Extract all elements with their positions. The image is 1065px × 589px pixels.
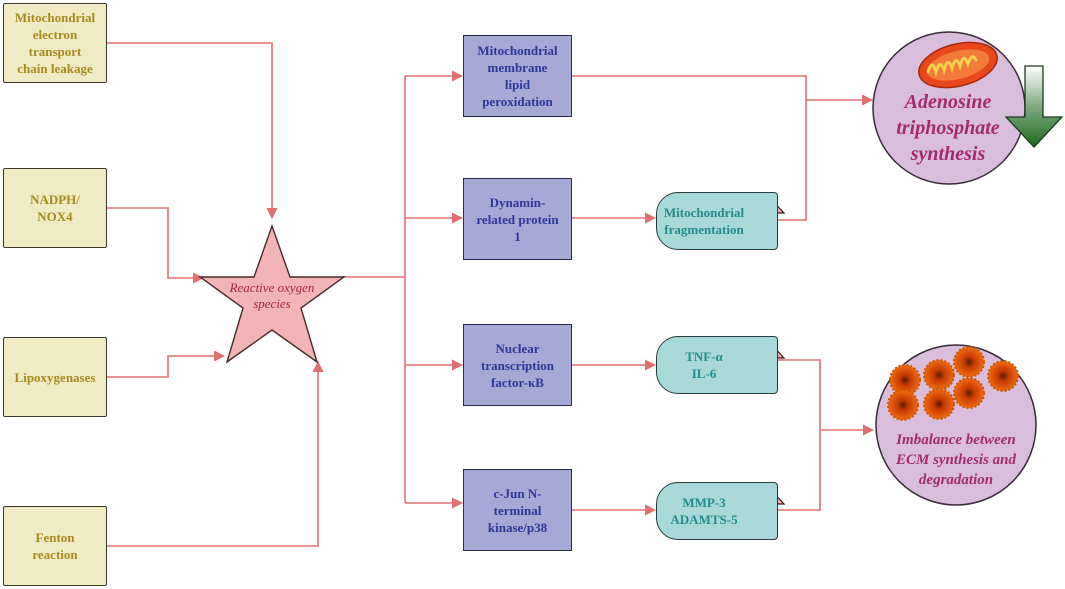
effect-frag-label: Mitochondrial fragmentation (663, 205, 745, 237)
effect-mmp: MMP-3 ADAMTS-5 (656, 482, 778, 540)
line-lipid-to-atp (572, 75, 807, 100)
arrow-nadph-to-ros (107, 207, 205, 284)
line-mmp-to-ecm (778, 430, 821, 511)
pathway-nfkb: Nuclear transcription factor-κB (463, 324, 572, 406)
line-cyto-to-ecm (778, 359, 821, 430)
pathway-jnk-p38: c-Jun N- terminal kinase/p38 (463, 469, 572, 551)
effect-mmp-label: MMP-3 ADAMTS-5 (670, 495, 738, 527)
arrow-fenton-to-ros (107, 360, 324, 547)
pathway-nfkb-label: Nuclear transcription factor-κB (481, 340, 554, 390)
source-fenton-label: Fenton reaction (32, 530, 78, 562)
pathway-drp1-label: Dynamin- related protein 1 (476, 194, 559, 244)
cells-icon (887, 346, 1019, 421)
source-mito-etc: Mitochondrial electron transport chain l… (3, 3, 107, 83)
pathway-lipid-peroxidation: Mitochondrial membrane lipid peroxidatio… (463, 35, 572, 117)
arrow-etc-to-ros (107, 42, 278, 220)
effect-cyto-label: TNF-α IL-6 (685, 349, 723, 381)
effect-cytokines: TNF-α IL-6 (656, 336, 778, 394)
source-nadph-label: NADPH/ NOX4 (30, 192, 80, 224)
source-fenton: Fenton reaction (3, 506, 107, 586)
decrease-arrow-icon (1004, 65, 1064, 148)
ros-star (197, 223, 347, 364)
pathway-drp1: Dynamin- related protein 1 (463, 178, 572, 260)
ros-label: Reactive oxygen species (229, 280, 315, 311)
pathway-jnk-label: c-Jun N- terminal kinase/p38 (487, 485, 548, 535)
mitochondrion-icon (918, 41, 998, 89)
outcome-ecm-label: Imbalance between ECM synthesis and degr… (895, 432, 1017, 488)
effect-fragmentation: Mitochondrial fragmentation (656, 192, 778, 250)
source-lipoxygenases: Lipoxygenases (3, 337, 107, 417)
source-nadph: NADPH/ NOX4 (3, 168, 107, 248)
arrow-lipox-to-ros (107, 350, 226, 378)
outcome-atp-label: Adenosine triphosphate synthesis (896, 91, 1000, 165)
pathway-lipid-label: Mitochondrial membrane lipid peroxidatio… (477, 43, 558, 109)
line-frag-to-atp (778, 100, 807, 221)
connector-lines (107, 42, 875, 547)
source-lipoxygenases-label: Lipoxygenases (14, 369, 96, 385)
source-mito-etc-label: Mitochondrial electron transport chain l… (14, 10, 96, 76)
